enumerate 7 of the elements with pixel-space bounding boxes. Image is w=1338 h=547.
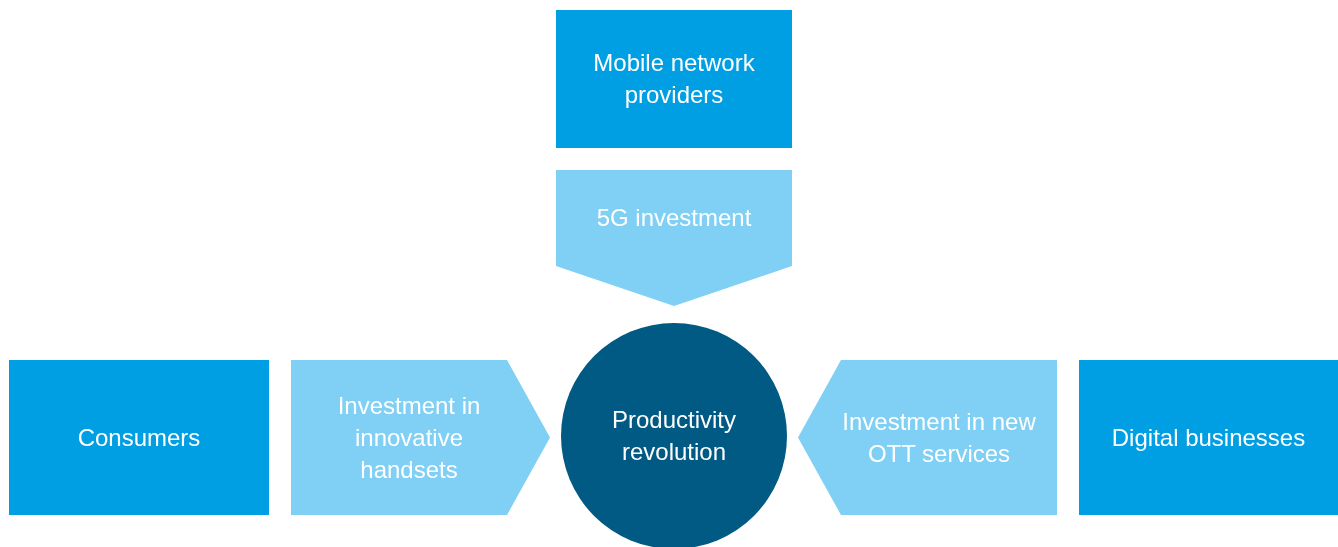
node-label: Productivity revolution — [610, 405, 737, 467]
node-label: Consumers — [77, 422, 201, 453]
node-label: Investment in new OTT services — [841, 406, 1037, 469]
node-label: Investment in innovative handsets — [336, 390, 482, 485]
node-label: 5G investment — [596, 203, 752, 233]
node-label: Digital businesses — [1111, 422, 1306, 453]
node-label: Mobile network providers — [592, 48, 756, 110]
